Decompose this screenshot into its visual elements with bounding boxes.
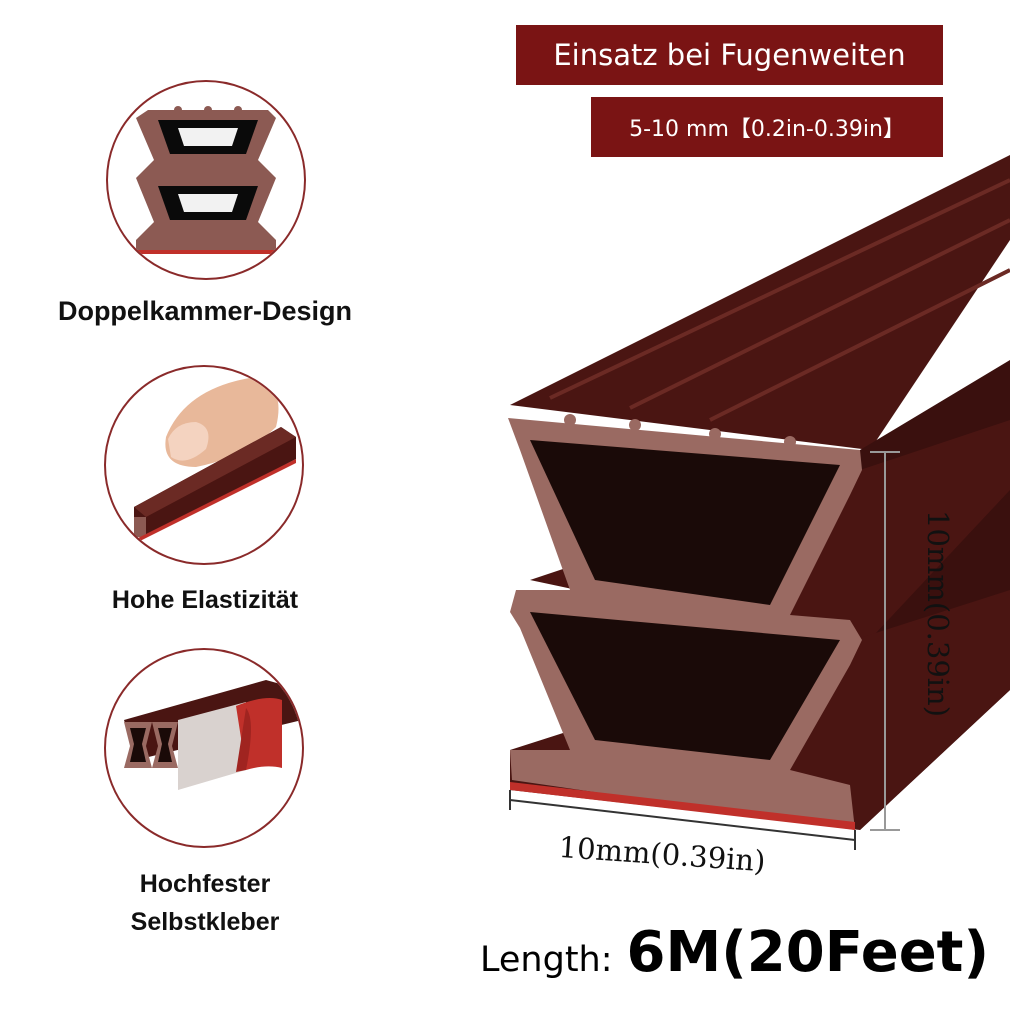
adhesive-strip [510, 782, 855, 830]
double-chamber-circle [106, 80, 306, 280]
double-chamber-icon [136, 106, 276, 254]
height-dimension-label: 10mm(0.39in) [921, 510, 955, 718]
usage-title-text: Einsatz bei Fugenweiten [553, 38, 906, 72]
elasticity-circle [104, 365, 304, 565]
length-info: Length: 6M(20Feet) [480, 920, 1010, 1000]
seal-top-face [510, 155, 1010, 450]
feature-label-elasticity: Hohe Elastizität [111, 586, 299, 614]
feature-label-double-chamber: Doppelkammer-Design [57, 296, 353, 326]
adhesive-circle [104, 648, 304, 848]
length-value: 6M(20Feet) [626, 920, 990, 985]
feature-label-adhesive-line1: Hochfester [139, 870, 271, 898]
width-dimension-line [509, 799, 856, 841]
elasticity-icon [134, 377, 296, 543]
feature-label-adhesive-line2: Selbstkleber [130, 908, 280, 936]
seal-groove [709, 268, 1010, 422]
seal-rib [629, 419, 641, 431]
seal-rib [564, 414, 576, 426]
upper-chamber [530, 440, 840, 605]
usage-title-banner: Einsatz bei Fugenweiten [516, 25, 943, 85]
seal-rib [709, 428, 721, 440]
seal-strip-illustration [508, 155, 1010, 850]
gap-range-banner: 5-10 mm【0.2in-0.39in】 [591, 97, 943, 157]
lower-chamber [530, 612, 840, 760]
seal-rib [784, 436, 796, 448]
gap-range-text: 5-10 mm【0.2in-0.39in】 [629, 117, 905, 142]
adhesive-icon [124, 680, 302, 790]
seal-groove [629, 218, 1010, 410]
seal-groove [549, 178, 1010, 400]
length-label: Length: [480, 940, 613, 980]
